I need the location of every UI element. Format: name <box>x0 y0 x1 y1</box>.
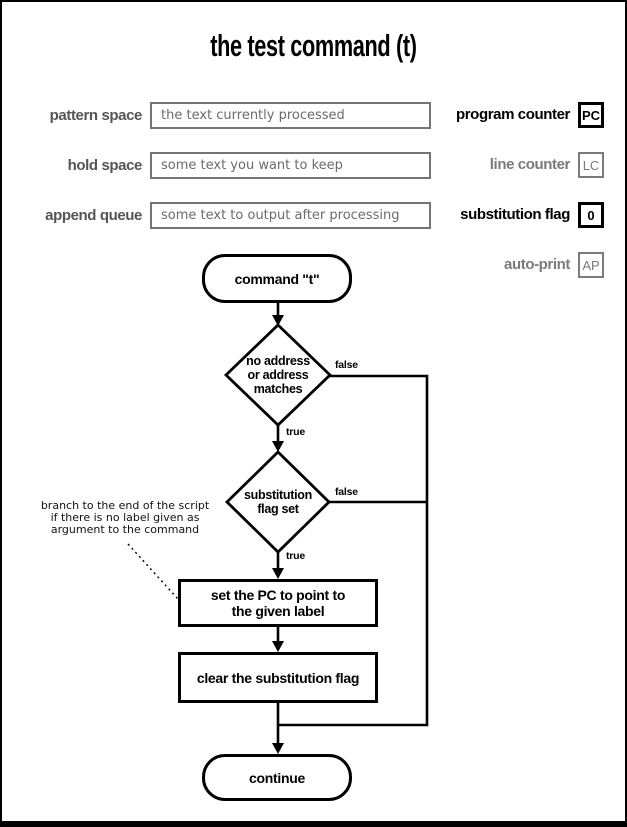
arrowhead-into-process1 <box>272 568 284 579</box>
hold-space-label: hold space <box>67 157 143 174</box>
arrowhead-into-process2 <box>272 641 284 652</box>
process-clear-flag-label: clear the substitution flag <box>196 669 360 686</box>
decision1-line3: matches <box>253 382 303 396</box>
annotation-line1: branch to the end of the script <box>40 499 210 512</box>
decision1-text: no address or address matches <box>218 354 338 396</box>
auto-print-label: auto-print <box>504 256 570 273</box>
end-node: continue <box>202 754 352 801</box>
decision1-line1: no address <box>246 354 310 368</box>
decision1-diamond <box>223 323 333 427</box>
auto-print-badge: AP <box>578 252 604 278</box>
arrowhead-into-decision1 <box>272 315 284 326</box>
decision2-true-label: true <box>286 550 306 562</box>
pattern-space-label: pattern space <box>49 107 143 124</box>
line-counter-badge: LC <box>578 152 604 178</box>
append-queue-value-box: some text to output after processing <box>150 202 431 229</box>
process-clear-flag-node: clear the substitution flag <box>178 652 378 703</box>
line-counter-label: line counter <box>489 156 571 173</box>
annotation-dotted-connector <box>127 543 179 600</box>
pattern-space-value: the text currently processed <box>161 108 345 123</box>
decision2-text: substitution flag set <box>218 488 338 516</box>
annotation-line2: if there is no label given as <box>50 511 200 524</box>
page-title: the test command (t) <box>2 28 625 64</box>
annotation-note: branch to the end of the script if there… <box>29 500 221 536</box>
start-node-label: command "t" <box>234 270 320 287</box>
annotation-line3: argument to the command <box>50 523 200 536</box>
arrowhead-into-decision2 <box>272 441 284 452</box>
connector-false-branch <box>279 374 429 727</box>
decision2-false-label: false <box>335 486 358 498</box>
hold-space-value: some text you want to keep <box>161 158 343 173</box>
program-counter-label: program counter <box>455 106 570 123</box>
process-set-pc-line2: the given label <box>231 603 325 619</box>
end-node-label: continue <box>249 769 305 786</box>
substitution-flag-label: substitution flag <box>460 206 570 223</box>
decision1-true-label: true <box>286 426 306 438</box>
append-queue-value: some text to output after processing <box>161 208 400 223</box>
program-counter-badge: PC <box>578 102 604 128</box>
decision2-line2: flag set <box>257 502 299 516</box>
pattern-space-value-box: the text currently processed <box>150 102 431 129</box>
decision1-line2: or address <box>247 368 309 382</box>
page-title-text: the test command (t) <box>210 28 417 63</box>
hold-space-value-box: some text you want to keep <box>150 152 431 179</box>
substitution-flag-badge: 0 <box>578 202 604 228</box>
append-queue-label: append queue <box>45 207 142 224</box>
decision2-line1: substitution <box>244 488 312 502</box>
arrowhead-into-end <box>272 743 284 754</box>
decision2-diamond <box>225 450 331 554</box>
start-node: command "t" <box>202 254 352 303</box>
process-set-pc-line1: set the PC to point to <box>210 587 346 603</box>
process-set-pc-node: set the PC to point to the given label <box>178 579 378 627</box>
decision1-false-label: false <box>335 359 358 371</box>
